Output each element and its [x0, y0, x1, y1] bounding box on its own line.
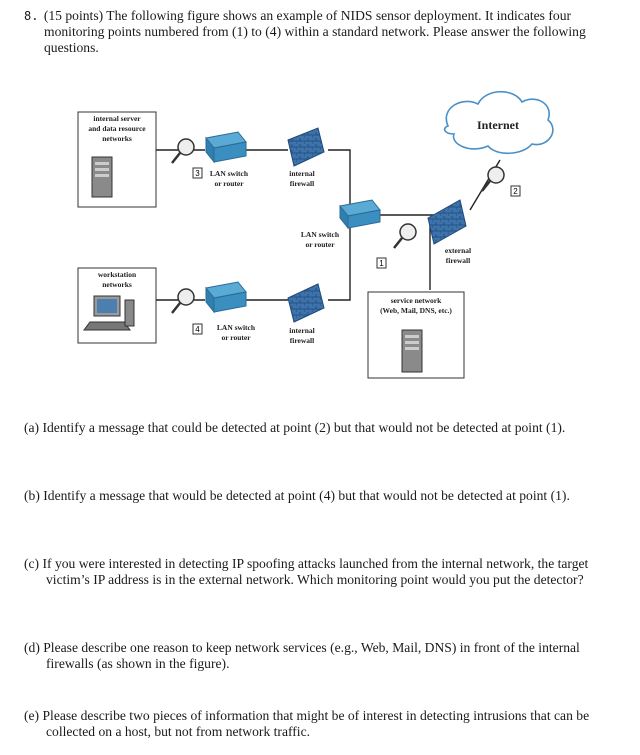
internal-server-label-3: networks	[102, 134, 132, 143]
svg-text:1: 1	[379, 259, 384, 268]
subquestion-a: (a) Identify a message that could be det…	[24, 420, 566, 435]
question-text: (15 points) The following figure shows a…	[43, 8, 586, 55]
internal-firewall-top-icon	[287, 127, 325, 167]
external-firewall-label-1: external	[445, 246, 471, 255]
svg-text:2: 2	[513, 187, 518, 196]
lan-switch-top-icon	[205, 131, 247, 164]
subquestion-b: (b) Identify a message that would be det…	[24, 488, 570, 503]
internal-server-label-2: and data resource	[88, 124, 146, 133]
subquestion-e: (e) Please describe two pieces of inform…	[24, 708, 590, 739]
internal-firewall-bottom-label-1: internal	[289, 326, 314, 335]
point-label-1: 1	[376, 257, 387, 269]
workstation-label-1: workstation	[98, 270, 137, 279]
workstation-label-2: networks	[102, 280, 132, 289]
lan-switch-bottom-icon	[205, 281, 247, 314]
internal-server-network: internal server and data resource networ…	[77, 111, 157, 208]
service-network-label-1: service network	[391, 296, 442, 305]
sensor-magnifier-4	[171, 288, 195, 314]
service-server-tower-icon	[401, 329, 423, 373]
sensor-magnifier-2	[481, 166, 505, 192]
internal-firewall-top-label-1: internal	[289, 169, 314, 178]
workstation-network: workstation networks	[77, 267, 157, 344]
lan-switch-top-label-1: LAN switch	[210, 169, 249, 178]
lan-switch-mid-icon	[339, 199, 381, 230]
service-network: service network (Web, Mail, DNS, etc.)	[367, 291, 465, 379]
internet-label: Internet	[477, 118, 519, 132]
nids-deployment-figure: internal server and data resource networ…	[77, 90, 554, 379]
external-firewall-label-2: firewall	[446, 256, 470, 265]
subquestion-d: (d) Please describe one reason to keep n…	[24, 640, 580, 671]
sensor-magnifier-1	[393, 223, 417, 249]
server-tower-icon	[91, 156, 113, 198]
lan-switch-mid-label-1: LAN switch	[301, 230, 340, 239]
sensor-magnifier-3	[171, 138, 195, 164]
svg-text:4: 4	[195, 325, 200, 334]
question-header: 8. (15 points) The following figure show…	[24, 8, 600, 56]
subquestion-c: (c) If you were interested in detecting …	[24, 556, 589, 587]
internet-cloud-icon: Internet	[443, 90, 554, 155]
external-firewall-icon	[427, 199, 467, 245]
internal-server-label-1: internal server	[93, 114, 141, 123]
question-number: 8.	[24, 9, 39, 23]
lan-switch-bottom-label-2: or router	[221, 333, 251, 342]
point-label-4: 4	[192, 323, 203, 335]
lan-switch-mid-label-2: or router	[305, 240, 335, 249]
workstation-computer-icon	[83, 295, 135, 331]
point-label-2: 2	[510, 185, 521, 197]
internal-firewall-bottom-icon	[287, 283, 325, 323]
lan-switch-top-label-2: or router	[214, 179, 244, 188]
point-label-3: 3	[192, 167, 203, 179]
internal-firewall-top-label-2: firewall	[290, 179, 314, 188]
service-network-label-2: (Web, Mail, DNS, etc.)	[380, 306, 452, 315]
svg-text:3: 3	[195, 169, 200, 178]
internal-firewall-bottom-label-2: firewall	[290, 336, 314, 345]
lan-switch-bottom-label-1: LAN switch	[217, 323, 256, 332]
